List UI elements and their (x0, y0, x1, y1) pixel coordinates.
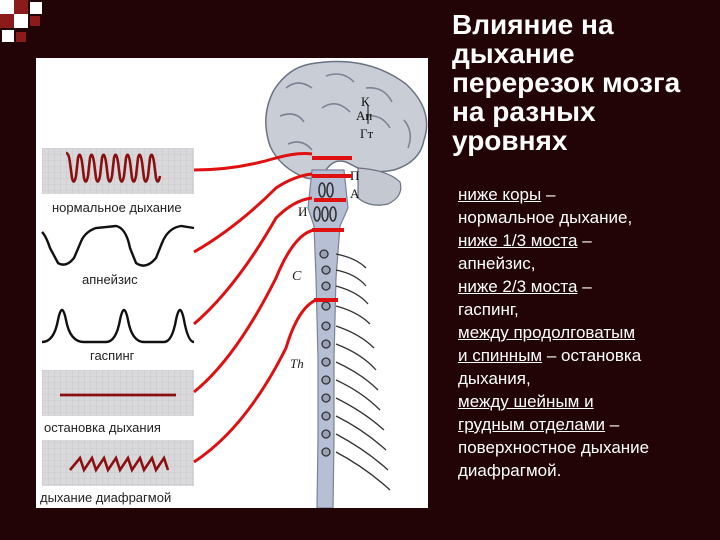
note-dash: – (545, 185, 556, 204)
label-normal: нормальное дыхание (52, 200, 182, 215)
note-line: между шейным и (458, 390, 714, 413)
note-link: ниже коры (458, 185, 542, 204)
letter-ap: Ап (356, 108, 372, 123)
notes-list: ниже коры – нормальное дыхание, ниже 1/3… (458, 183, 714, 482)
cerebrum (265, 60, 428, 181)
wave-apneusis (41, 224, 195, 267)
note-dash: – остановка (546, 346, 642, 365)
letter-p: П (350, 168, 359, 183)
connector-gasping (193, 196, 313, 326)
title-line: перерезок мозга (452, 67, 681, 98)
note-link: между шейным и (458, 392, 594, 411)
letter-i: И (298, 204, 307, 219)
figure-svg: нормальное дыхание апнейзис гаспинг оста… (40, 60, 428, 509)
wave-diaphragm (69, 455, 170, 473)
slide-title: Влияние на дыхание перерезок мозга на ра… (452, 10, 714, 155)
note-line: ниже 1/3 моста – (458, 229, 714, 252)
spinal-cord (307, 169, 349, 509)
title-line: дыхание (452, 38, 575, 69)
note-line: ниже 2/3 моста – (458, 275, 714, 298)
connector-diaphragm (193, 298, 317, 464)
title-line: Влияние на (452, 9, 614, 40)
note-link: ниже 1/3 моста (458, 231, 578, 250)
wave-gasping (41, 308, 195, 344)
section-cuts (193, 152, 352, 464)
note-link: и спинным (458, 346, 543, 365)
letter-gt: Гт (360, 126, 374, 141)
recording-normal: нормальное дыхание (42, 148, 194, 215)
note-line: между продолговатым (458, 321, 714, 344)
connector-arrest (193, 228, 315, 394)
label-arrest: остановка дыхания (44, 420, 161, 435)
brain-section-figure: нормальное дыхание апнейзис гаспинг оста… (36, 58, 428, 509)
note-dash: – (582, 277, 592, 296)
note-line: ниже коры – (458, 183, 714, 206)
recording-arrest: остановка дыхания (42, 370, 194, 435)
title-line: на разных (452, 96, 596, 127)
label-apneusis: апнейзис (82, 272, 138, 287)
note-link: грудным отделами (458, 415, 606, 434)
corner-decoration (0, 0, 50, 48)
connector-apneusis (193, 172, 313, 254)
brain-illustration: К Ап Гт П А И С Th (265, 60, 428, 509)
recording-gasping: гаспинг (41, 308, 195, 363)
note-line: диафрагмой. (458, 461, 562, 480)
note-line: грудным отделами – (458, 413, 714, 436)
note-link: ниже 2/3 моста (458, 277, 578, 296)
note-line: поверхностное дыхание (458, 438, 650, 457)
note-dash: – (582, 231, 592, 250)
title-line: уровнях (452, 125, 568, 156)
note-line: нормальное дыхание, (458, 208, 633, 227)
recording-apneusis: апнейзис (41, 224, 195, 287)
connector-normal (193, 152, 313, 172)
letter-th: Th (290, 356, 304, 371)
letter-k: К (361, 94, 370, 109)
note-line: гаспинг, (458, 300, 519, 319)
note-line: и спинным – остановка (458, 344, 714, 367)
note-link: между продолговатым (458, 323, 636, 342)
letter-a: А (350, 186, 360, 201)
label-gasping: гаспинг (90, 348, 135, 363)
wave-normal (65, 151, 162, 183)
note-line: апнейзис, (458, 254, 536, 273)
recording-diaphragm: дыхание диафрагмой (40, 440, 194, 505)
note-dash: – (609, 415, 620, 434)
label-diaphragm: дыхание диафрагмой (40, 490, 171, 505)
letter-c: С (292, 269, 302, 284)
note-line: дыхания, (458, 369, 531, 388)
